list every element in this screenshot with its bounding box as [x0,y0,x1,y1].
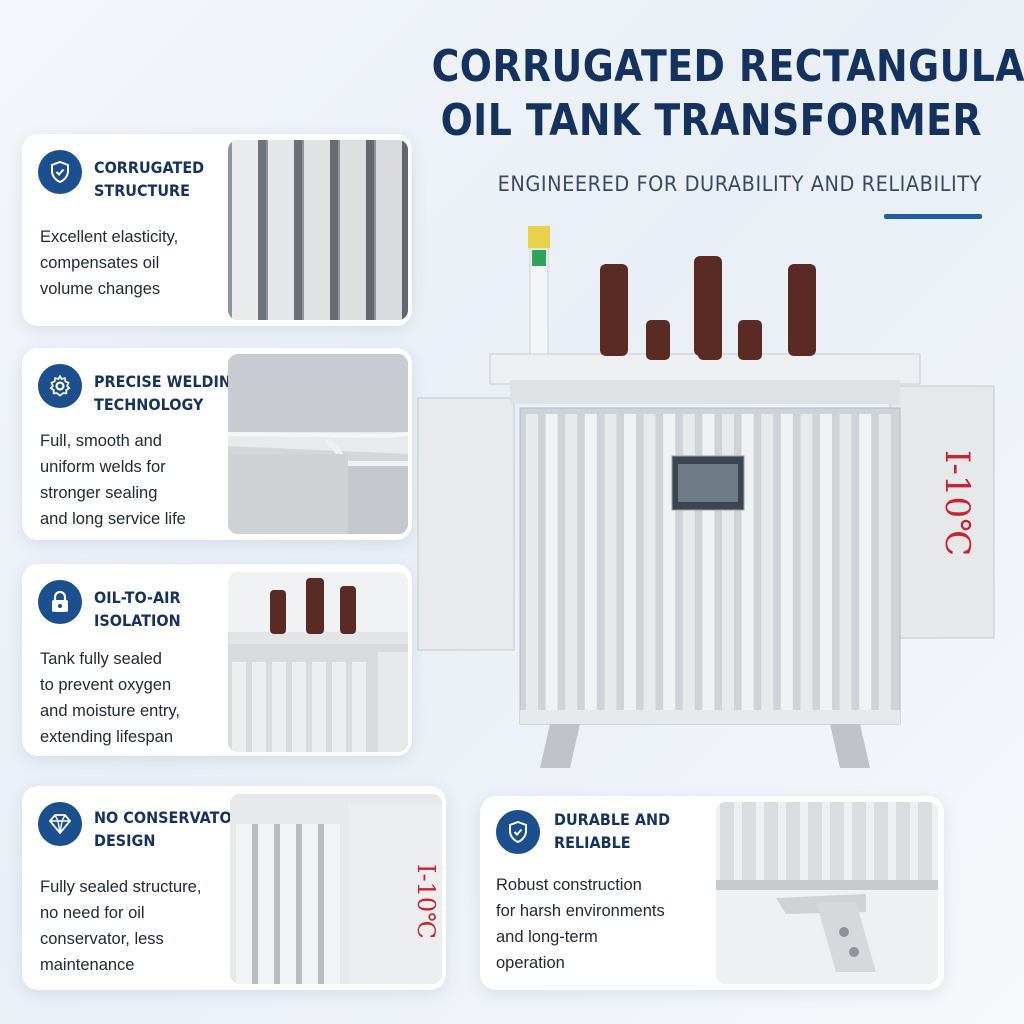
diamond-icon [38,802,82,846]
mounting-base-image [716,802,938,984]
feature-description: Fully sealed structure, no need for oil … [40,878,202,974]
cage-fin [878,414,891,710]
feature-card-durable: DURABLE AND RELIABLE Robust construction… [480,796,944,990]
lock-icon [38,580,82,624]
title-line-2: OIL TANK TRANSFORMER [440,95,982,146]
cage-fin [604,414,617,710]
cage-fin [800,414,813,710]
transformer-hero-image: I-10℃ [410,220,1010,780]
weld-seam-image [228,354,408,534]
tank-marking: I-10℃ [412,864,440,939]
shield-check-icon [496,810,540,854]
sealed-side-image: I-10℃ [230,794,442,984]
feature-title: OIL-TO-AIR ISOLATION [94,588,181,630]
title-line-1: CORRUGATED RECTANGULAR [431,41,1024,92]
cage-fin [584,414,597,710]
feature-title: DURABLE AND RELIABLE [554,810,671,852]
cage-fin [820,414,832,710]
feature-card-no-conservator: NO CONSERVATOR DESIGN Fully sealed struc… [22,786,446,990]
cage-fin [526,414,538,710]
page-title: CORRUGATED RECTANGULAR OIL TANK TRANSFOR… [431,40,1024,148]
bushings [600,256,816,360]
feature-card-corrugated: CORRUGATED STRUCTURE Excellent elasticit… [22,134,412,326]
feature-title: NO CONSERVATOR DESIGN [94,808,243,850]
cage-fin [839,414,852,710]
feature-title: CORRUGATED STRUCTURE [94,158,205,200]
feature-card-isolation: OIL-TO-AIR ISOLATION Tank fully sealed t… [22,564,412,756]
cage-fin [741,414,754,710]
feature-description: Full, smooth and uniform welds for stron… [40,432,186,528]
tank-marking-hero: I-10℃ [937,450,977,556]
title-accent-line [884,214,982,219]
cage-fin [780,414,793,710]
sealed-tank-image [228,572,408,752]
page-subtitle: ENGINEERED FOR DURABILITY AND RELIABILIT… [497,172,982,196]
gear-icon [38,364,82,408]
feature-card-welding: PRECISE WELDING TECHNOLOGY Full, smooth … [22,348,412,540]
shield-check-icon [38,150,82,194]
cage-fin [624,414,636,710]
feature-description: Excellent elasticity, compensates oil vo… [40,228,179,298]
feature-title: PRECISE WELDING TECHNOLOGY [94,372,243,414]
cage-fin [859,414,872,710]
cage-fin [643,414,656,710]
cage-fin [761,414,774,710]
cage-fin [545,414,558,710]
corrugated-fins-image [228,140,408,320]
feature-description: Robust construction for harsh environmen… [496,876,665,972]
cage-fin [565,414,578,710]
feature-description: Tank fully sealed to prevent oxygen and … [40,650,181,746]
